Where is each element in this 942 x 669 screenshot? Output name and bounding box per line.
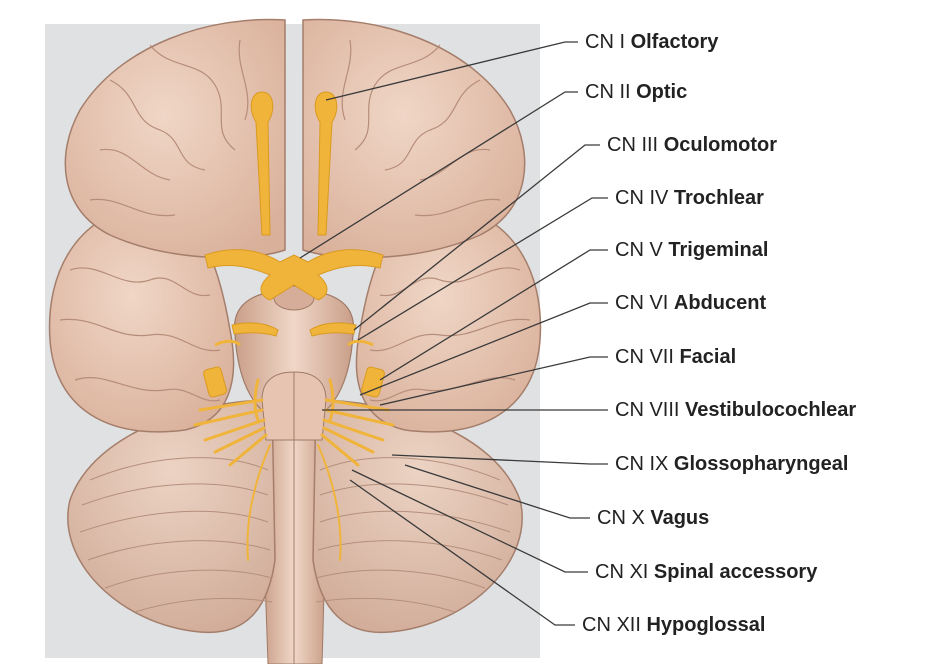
trochlear-nerve — [214, 339, 242, 347]
oculomotor-nerve — [231, 322, 279, 337]
label-name: Hypoglossal — [646, 614, 766, 636]
label-number: CN XI — [595, 561, 649, 583]
label-name: Vestibulocochlear — [685, 399, 857, 421]
leader-lines — [299, 41, 608, 626]
label-number: CN IV — [615, 187, 669, 209]
label-cn-iii: CN III Oculomotor — [607, 135, 777, 155]
label-number: CN VII — [615, 346, 674, 368]
label-number: CN X — [597, 507, 645, 529]
label-cn-xi: CN XI Spinal accessory — [595, 562, 817, 582]
label-name: Spinal accessory — [653, 561, 818, 583]
gyri-lines — [59, 39, 531, 402]
label-cn-iv: CN IV Trochlear — [615, 188, 764, 208]
label-name: Vagus — [650, 507, 710, 529]
temporal-lobe-right — [355, 204, 542, 433]
olfactory-nerves — [250, 91, 338, 236]
label-number: CN V — [615, 239, 663, 261]
label-name: Abducent — [673, 292, 767, 314]
label-name: Trochlear — [673, 187, 764, 209]
trigeminal-nerve-left — [203, 366, 227, 398]
label-cn-ix: CN IX Glossopharyngeal — [615, 454, 848, 474]
lower-cranial-nerves — [193, 378, 395, 561]
label-name: Optic — [636, 81, 688, 103]
label-number: CN II — [585, 81, 631, 103]
label-number: CN VIII — [615, 399, 680, 421]
label-name: Olfactory — [630, 31, 719, 53]
trigeminal-nerve-right — [361, 366, 385, 398]
label-cn-ii: CN II Optic — [585, 82, 687, 102]
label-name: Glossopharyngeal — [673, 453, 849, 475]
temporal-lobe-left — [48, 204, 235, 433]
optic-chiasm — [204, 249, 384, 301]
label-number: CN IX — [615, 453, 669, 475]
label-name: Trigeminal — [668, 239, 769, 261]
label-name: Facial — [679, 346, 737, 368]
label-cn-i: CN I Olfactory — [585, 32, 718, 52]
label-cn-vi: CN VI Abducent — [615, 293, 766, 313]
label-cn-vii: CN VII Facial — [615, 347, 736, 367]
label-number: CN VI — [615, 292, 669, 314]
label-cn-viii: CN VIII Vestibulocochlear — [615, 400, 856, 420]
label-cn-xii: CN XII Hypoglossal — [582, 615, 765, 635]
label-name: Oculomotor — [663, 134, 778, 156]
label-number: CN XII — [582, 614, 641, 636]
label-number: CN III — [607, 134, 659, 156]
label-number: CN I — [585, 31, 625, 53]
label-cn-v: CN V Trigeminal — [615, 240, 768, 260]
label-cn-x: CN X Vagus — [597, 508, 709, 528]
